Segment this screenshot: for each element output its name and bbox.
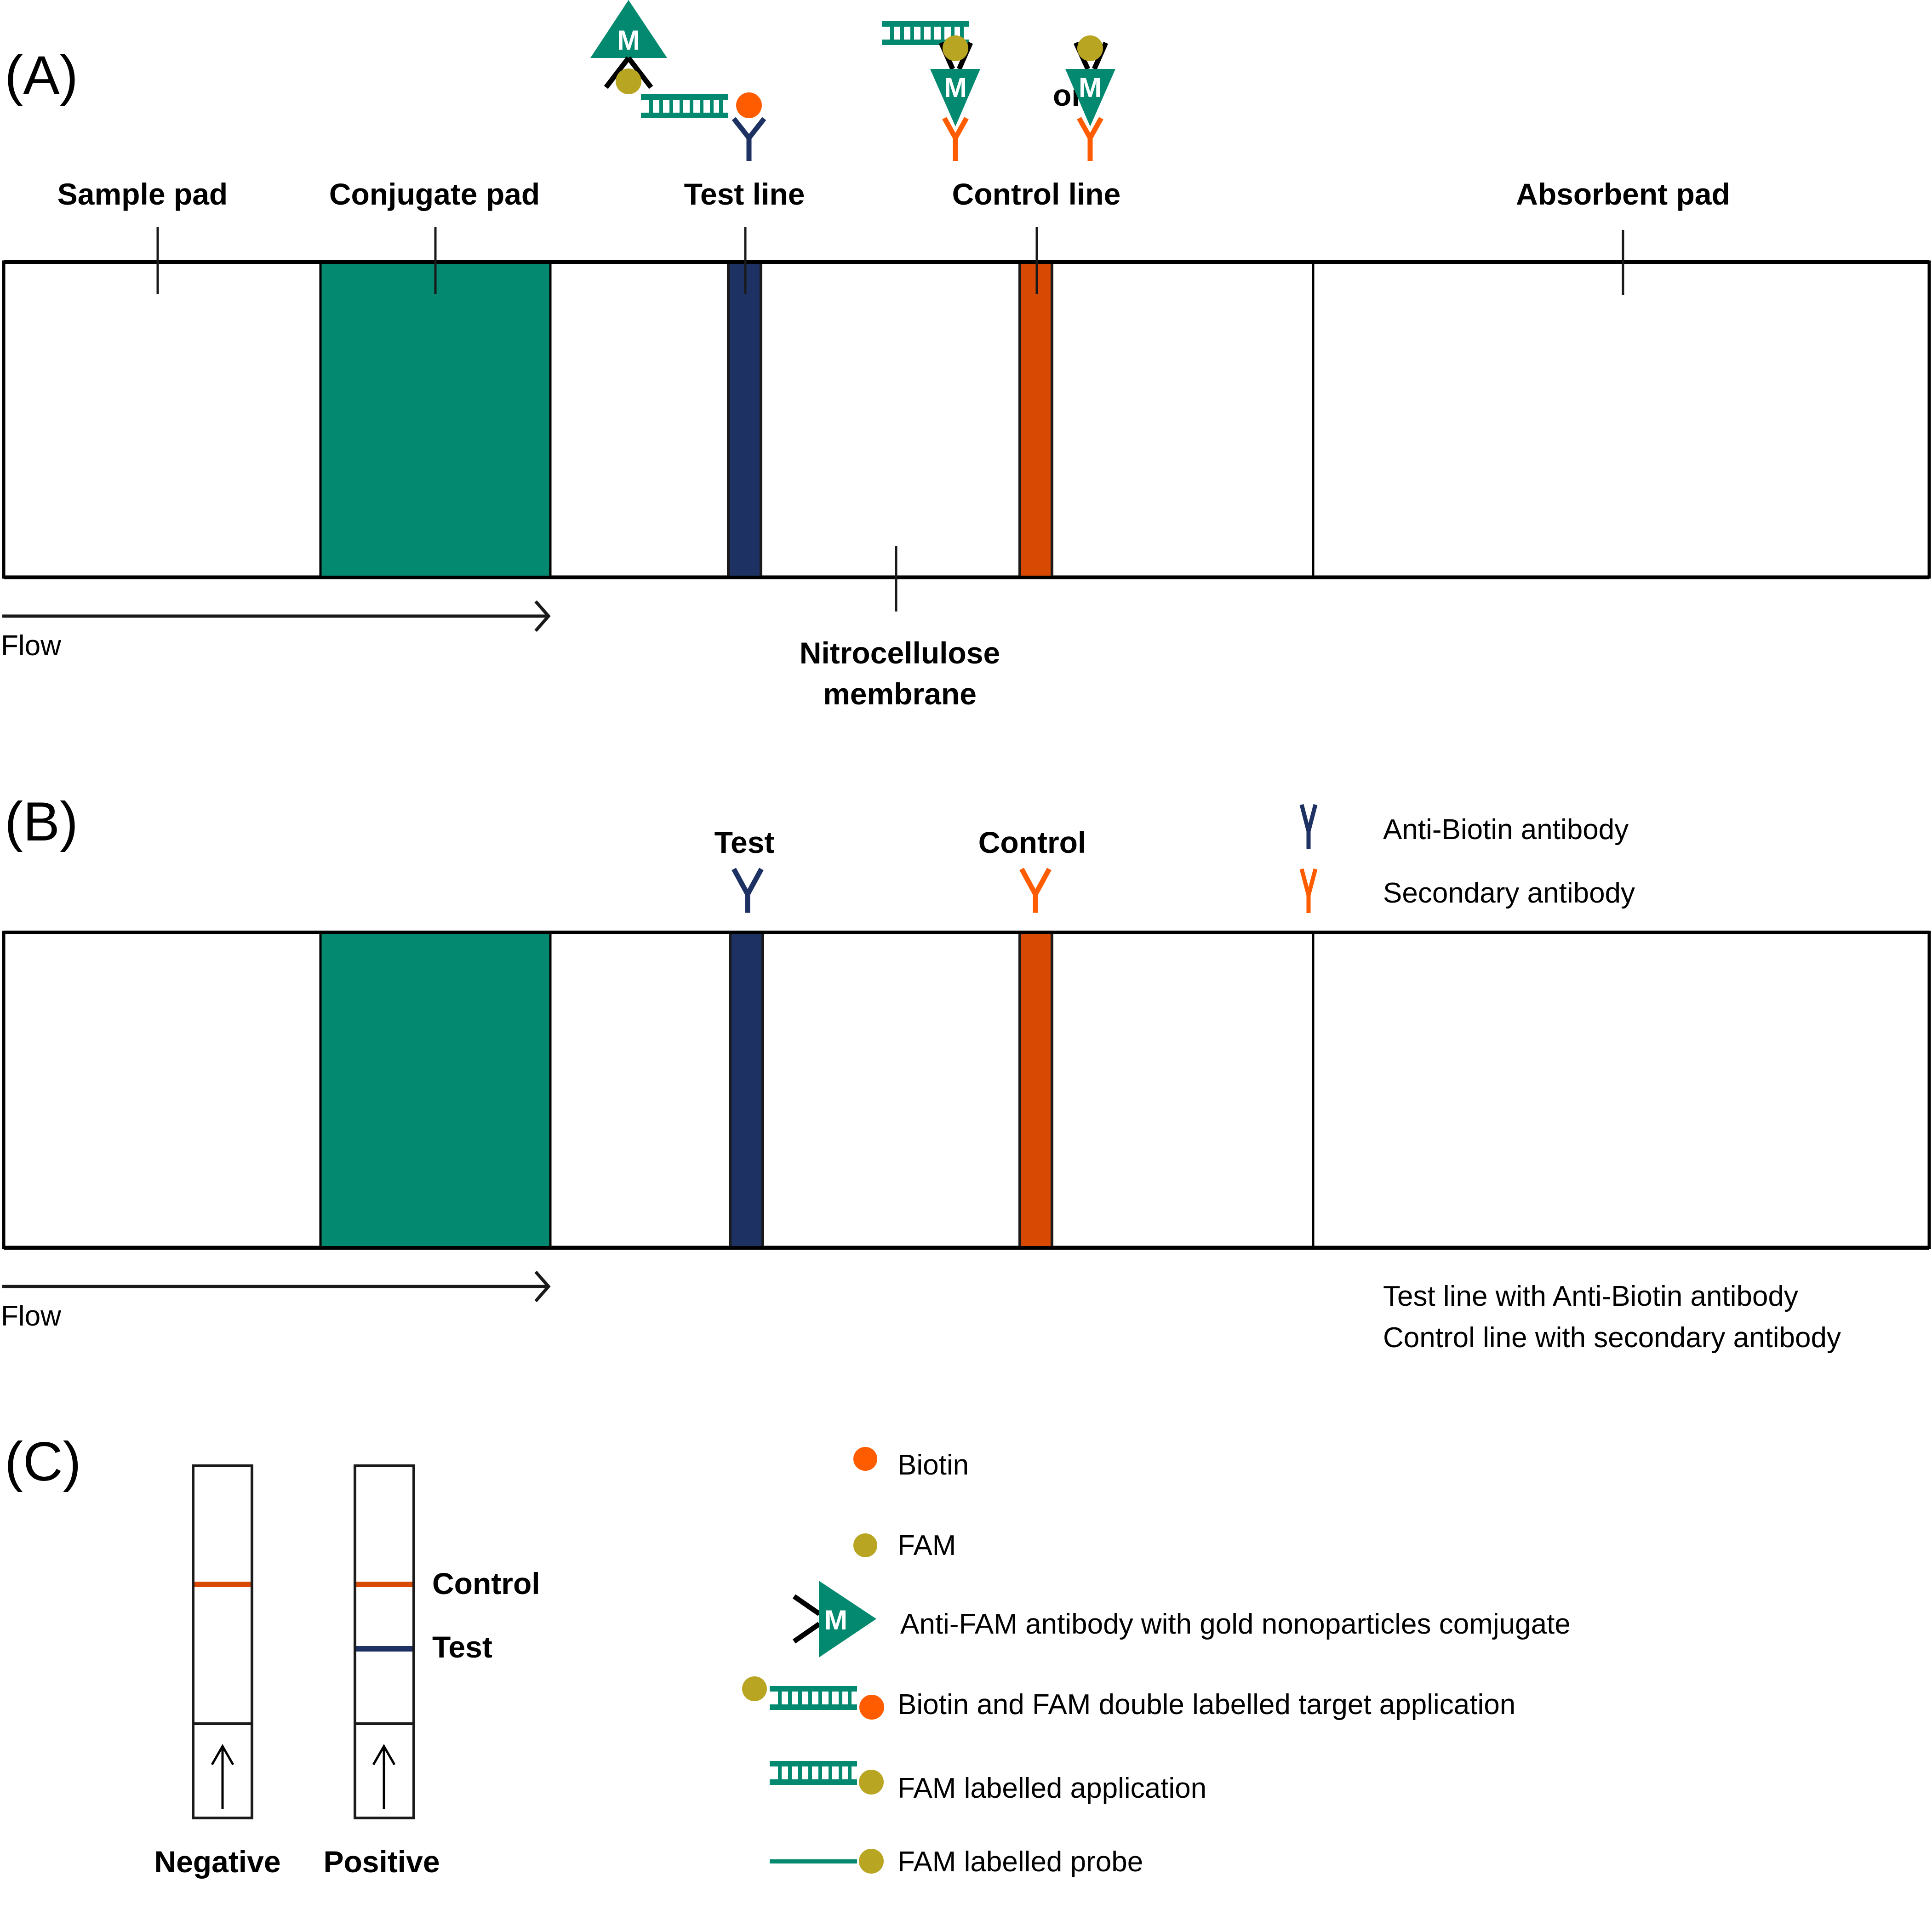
legend-fam-application-label: FAM labelled application bbox=[897, 1772, 1206, 1804]
legend-double-labelled-label: Biotin and FAM double labelled target ap… bbox=[897, 1689, 1515, 1721]
flow-arrow-a-icon bbox=[2, 600, 551, 632]
strip-outline bbox=[2, 260, 1931, 579]
gold-particle-letter: M bbox=[617, 25, 640, 56]
conjugate-pad-label: Conjugate pad bbox=[329, 177, 540, 211]
conjugate-pad bbox=[319, 931, 552, 1249]
negative-control-line bbox=[194, 1582, 251, 1587]
strip-control-label: Control bbox=[432, 1566, 540, 1600]
gold-particle-letter: M bbox=[944, 72, 967, 103]
nitrocellulose-label-line1: Nitrocellulose bbox=[800, 636, 1000, 670]
note-control-line: Control line with secondary antibody bbox=[1383, 1322, 1841, 1354]
test-line-complex-icon: M bbox=[590, 0, 766, 161]
sample-pad-label: Sample pad bbox=[57, 177, 228, 211]
control-line-label: Control line bbox=[952, 177, 1121, 211]
control-label-b: Control bbox=[978, 825, 1086, 859]
negative-strip bbox=[192, 1464, 253, 1819]
legend-fam-label: FAM bbox=[897, 1530, 956, 1561]
strip-test-label: Test bbox=[432, 1630, 492, 1664]
test-line bbox=[729, 931, 764, 1249]
positive-test-line bbox=[356, 1646, 412, 1652]
negative-label: Negative bbox=[154, 1845, 280, 1879]
control-line bbox=[1018, 261, 1053, 578]
test-antibody-icon bbox=[732, 868, 764, 913]
control-line-complex-alt-icon: M bbox=[1065, 35, 1115, 161]
test-label-b: Test bbox=[714, 825, 775, 859]
flow-arrow-b-icon bbox=[2, 1270, 551, 1303]
gold-particle-letter: M bbox=[824, 1605, 847, 1635]
control-antibody-icon bbox=[1019, 868, 1052, 913]
absorbent-pad-label: Absorbent pad bbox=[1516, 177, 1730, 211]
panel-b-letter: (B) bbox=[5, 791, 78, 852]
positive-control-line bbox=[356, 1582, 412, 1587]
panel-a-letter: (A) bbox=[5, 45, 78, 106]
strip-outline bbox=[2, 931, 1931, 1249]
fam-labelled-application-icon bbox=[770, 1761, 884, 1795]
flow-label-b: Flow bbox=[1, 1300, 61, 1332]
positive-strip bbox=[354, 1464, 415, 1819]
panel-b-strip bbox=[2, 931, 1931, 1250]
legend-fam-probe-label: FAM labelled probe bbox=[897, 1846, 1143, 1878]
legend-anti-biotin-label: Anti-Biotin antibody bbox=[1383, 814, 1629, 846]
legend-secondary-label: Secondary antibody bbox=[1383, 877, 1635, 909]
panel-c-letter: (C) bbox=[5, 1431, 81, 1492]
gold-particle-letter: M bbox=[1079, 72, 1102, 103]
control-line bbox=[1018, 931, 1053, 1249]
test-line-label: Test line bbox=[684, 177, 805, 211]
positive-flow-arrow-icon bbox=[372, 1743, 396, 1809]
legend-biotin-label: Biotin bbox=[897, 1449, 969, 1481]
nitrocellulose-label-line2: membrane bbox=[823, 677, 977, 711]
panel-a-strip bbox=[2, 260, 1931, 579]
negative-flow-arrow-icon bbox=[211, 1743, 234, 1809]
legend-anti-fam-label: Anti-FAM antibody with gold nonoparticle… bbox=[900, 1608, 1571, 1640]
control-line-complex-icon: M bbox=[882, 21, 980, 161]
fam-labelled-probe-icon bbox=[770, 1849, 884, 1874]
biotin-icon bbox=[853, 1447, 877, 1471]
positive-label: Positive bbox=[323, 1845, 440, 1879]
anti-fam-gold-conjugate-icon: M bbox=[792, 1581, 876, 1658]
note-test-line: Test line with Anti-Biotin antibody bbox=[1383, 1280, 1798, 1312]
flow-label-a: Flow bbox=[1, 630, 61, 662]
fam-icon bbox=[853, 1533, 877, 1557]
test-line bbox=[727, 261, 762, 578]
secondary-antibody-icon bbox=[1299, 868, 1318, 913]
conjugate-pad bbox=[319, 261, 552, 578]
double-labelled-target-icon bbox=[742, 1676, 884, 1720]
anti-biotin-antibody-icon bbox=[1299, 804, 1318, 849]
